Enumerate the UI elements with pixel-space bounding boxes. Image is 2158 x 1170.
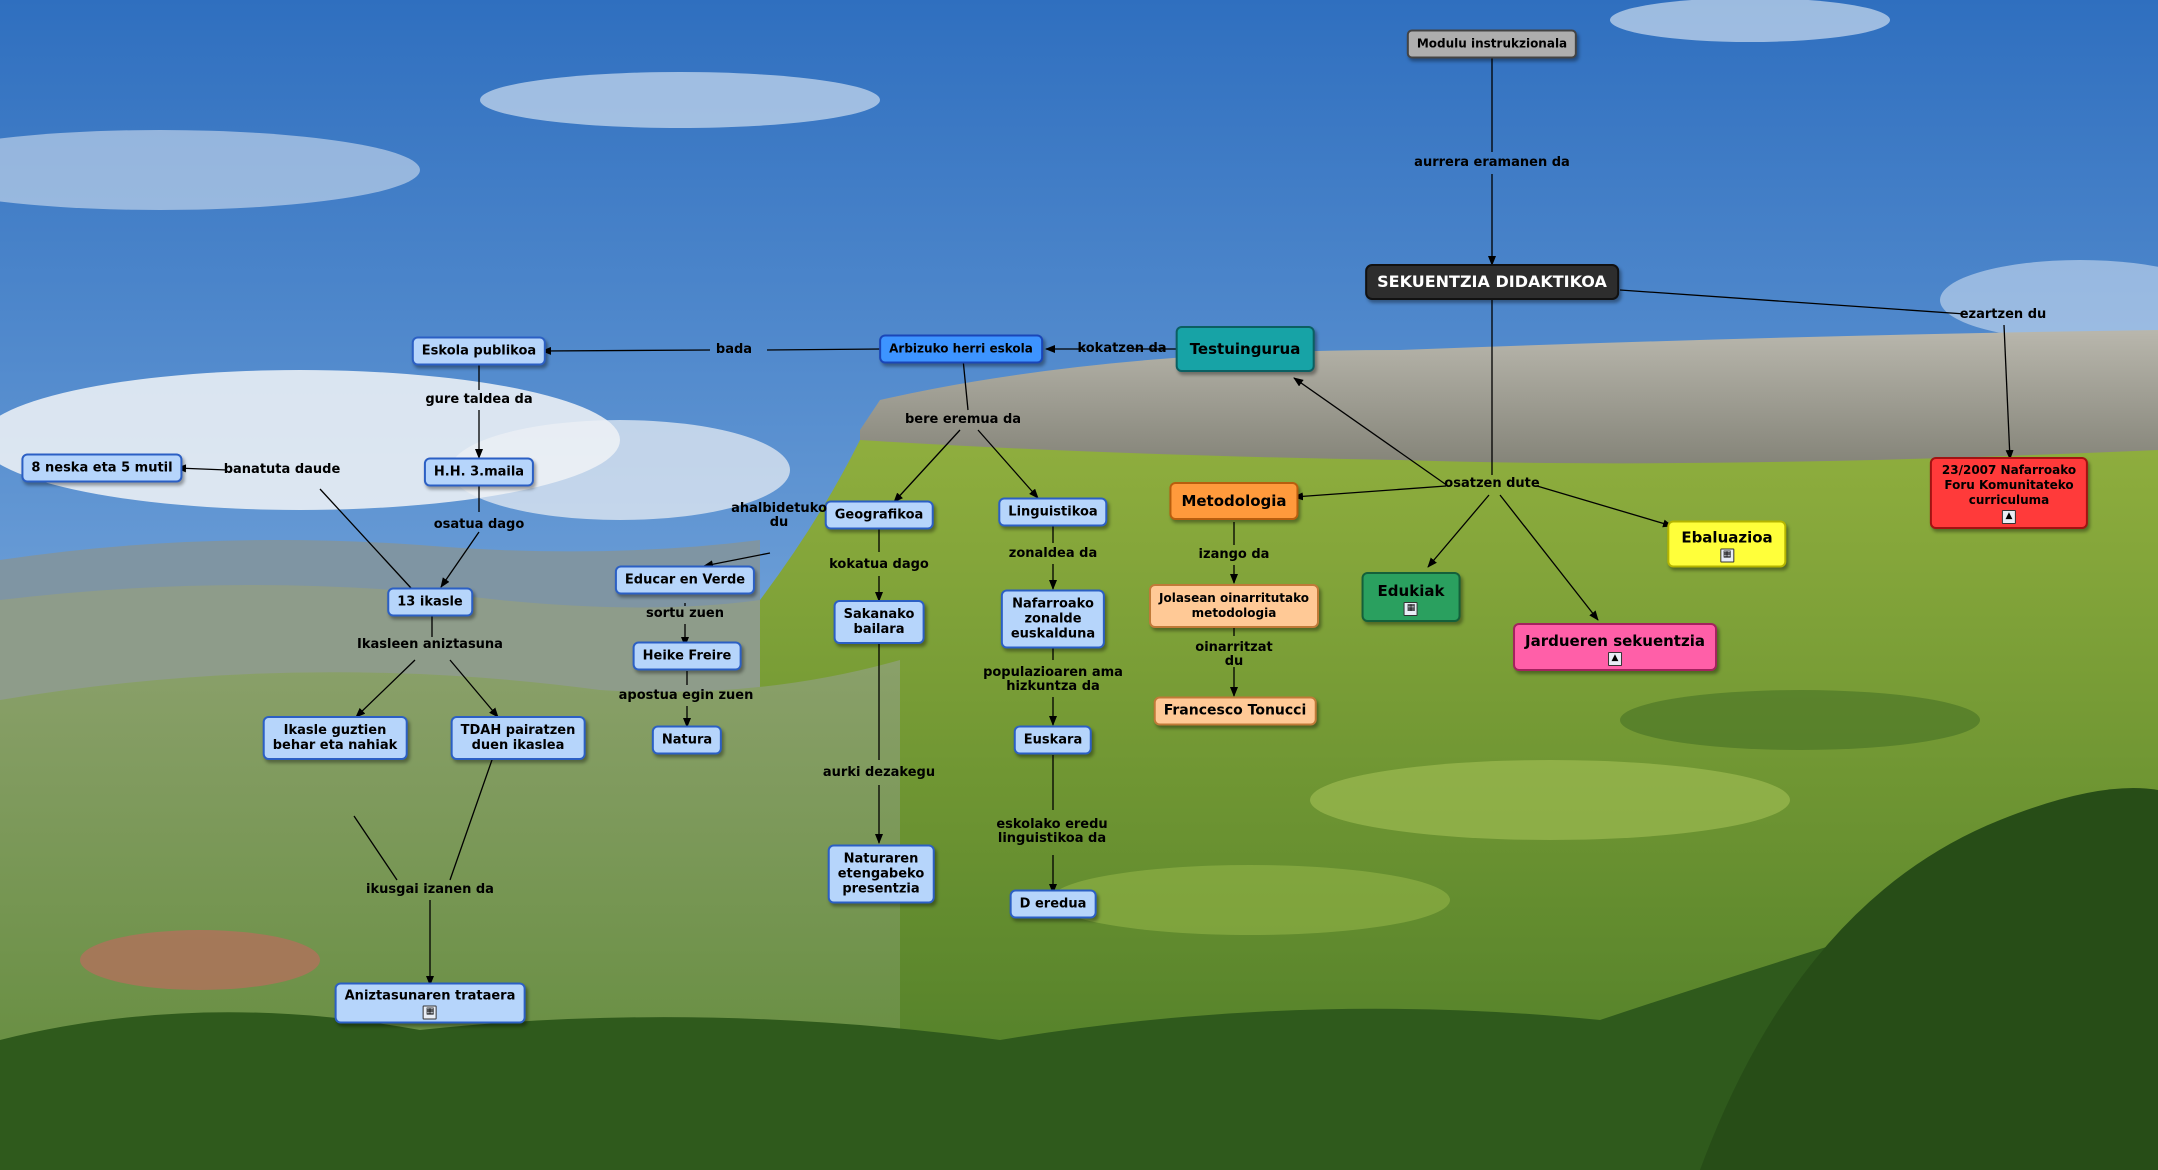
link-label-aurki-dezakegu: aurki dezakegu	[822, 765, 936, 780]
node-label: Edukiak	[1377, 582, 1445, 600]
link-label-bere-eremua-da: bere eremua da	[904, 412, 1022, 427]
node-23-2007-curriculuma[interactable]: 23/2007 Nafarroako Foru Komunitateko cur…	[1929, 457, 2089, 529]
link-label-sortu-zuen: sortu zuen	[646, 606, 724, 621]
node-francesco-tonucci[interactable]: Francesco Tonucci	[1153, 696, 1317, 726]
image-icon[interactable]: ▲	[1608, 652, 1622, 666]
node-hh-3-maila[interactable]: H.H. 3.maila	[423, 457, 535, 487]
node-label: Jardueren sekuentzia	[1525, 632, 1705, 650]
node-ikasle-guztien[interactable]: Ikasle guztien behar eta nahiak	[262, 716, 408, 760]
document-icon[interactable]: ▦	[1719, 548, 1734, 563]
link-label-izango-da: izango da	[1198, 547, 1270, 562]
node-testuingurua[interactable]: Testuingurua	[1175, 326, 1315, 372]
node-edukiak[interactable]: Edukiak ▦	[1361, 572, 1461, 622]
document-icon[interactable]: ▦	[1403, 602, 1418, 616]
link-label-gure-taldea-da: gure taldea da	[425, 392, 533, 407]
node-tdah[interactable]: TDAH pairatzen duen ikaslea	[450, 716, 586, 760]
link-label-kokatzen-da: kokatzen da	[1077, 341, 1167, 356]
node-eskola-publikoa[interactable]: Eskola publikoa	[411, 336, 547, 366]
link-label-banatuta-daude: banatuta daude	[223, 462, 341, 477]
document-icon[interactable]: ▦	[423, 1005, 437, 1020]
node-metodologia[interactable]: Metodologia	[1169, 482, 1299, 520]
link-label-ahalbidetuko-du: ahalbidetuko du	[731, 501, 827, 530]
node-natura[interactable]: Natura	[651, 725, 723, 755]
link-label-ikasleen-aniztasuna: Ikasleen aniztasuna	[357, 637, 503, 652]
node-arbizuko-herri-eskola[interactable]: Arbizuko herri eskola	[879, 334, 1043, 364]
link-label-populazioaren-ama-hizkuntza-da: populazioaren ama hizkuntza da	[983, 665, 1123, 694]
link-label-apostua-egin-zuen: apostua egin zuen	[618, 688, 754, 703]
link-label-zonaldea-da: zonaldea da	[1008, 546, 1098, 561]
node-educar-en-verde[interactable]: Educar en Verde	[614, 565, 756, 595]
link-label-aurrera-eramanen-da: aurrera eramanen da	[1414, 155, 1570, 170]
node-modulu-instrukzionala[interactable]: Modulu instrukzionala	[1406, 29, 1578, 59]
link-label-kokatua-dago: kokatua dago	[829, 557, 929, 572]
node-8-neska-eta-5-mutil[interactable]: 8 neska eta 5 mutil	[21, 453, 183, 483]
node-euskara[interactable]: Euskara	[1013, 725, 1093, 755]
link-label-ikusgai-izanen-da: ikusgai izanen da	[366, 882, 494, 897]
node-13-ikasle[interactable]: 13 ikasle	[387, 587, 473, 617]
link-label-eskolako-eredu-linguistikoa-da: eskolako eredu linguistikoa da	[996, 817, 1108, 846]
node-label: 23/2007 Nafarroako Foru Komunitateko cur…	[1941, 463, 2077, 507]
link-label-oinarritzat-du: oinarritzat du	[1195, 640, 1273, 669]
node-jardueren-sekuentzia[interactable]: Jardueren sekuentzia ▲	[1513, 623, 1717, 671]
node-naturaren-etengabeko-presentzia[interactable]: Naturaren etengabeko presentzia	[827, 844, 935, 904]
link-label-ezartzen-du: ezartzen du	[1959, 307, 2047, 322]
node-nafarroako-zonalde-euskalduna[interactable]: Nafarroako zonalde euskalduna	[1000, 589, 1106, 649]
node-sakanako-bailara[interactable]: Sakanako bailara	[833, 600, 925, 644]
node-heike-freire[interactable]: Heike Freire	[632, 641, 742, 671]
link-label-osatzen-dute: osatzen dute	[1444, 476, 1540, 491]
node-aniztasunaren-trataera[interactable]: Aniztasunaren trataera ▦	[334, 982, 526, 1024]
node-geografikoa[interactable]: Geografikoa	[824, 500, 934, 530]
node-d-eredua[interactable]: D eredua	[1009, 889, 1097, 919]
image-icon[interactable]: ▲	[2001, 510, 2016, 524]
link-label-bada: bada	[715, 342, 753, 357]
node-linguistikoa[interactable]: Linguistikoa	[998, 497, 1108, 527]
node-jolasean-oinarritutako-metodologia[interactable]: Jolasean oinarritutako metodologia	[1149, 584, 1319, 628]
link-label-osatua-dago: osatua dago	[433, 517, 525, 532]
node-label: Aniztasunaren trataera	[344, 988, 516, 1004]
node-sekuentzia-didaktikoa[interactable]: SEKUENTZIA DIDAKTIKOA	[1365, 264, 1619, 300]
node-label: Ebaluazioa	[1681, 528, 1773, 547]
node-ebaluazioa[interactable]: Ebaluazioa ▦	[1667, 520, 1787, 568]
